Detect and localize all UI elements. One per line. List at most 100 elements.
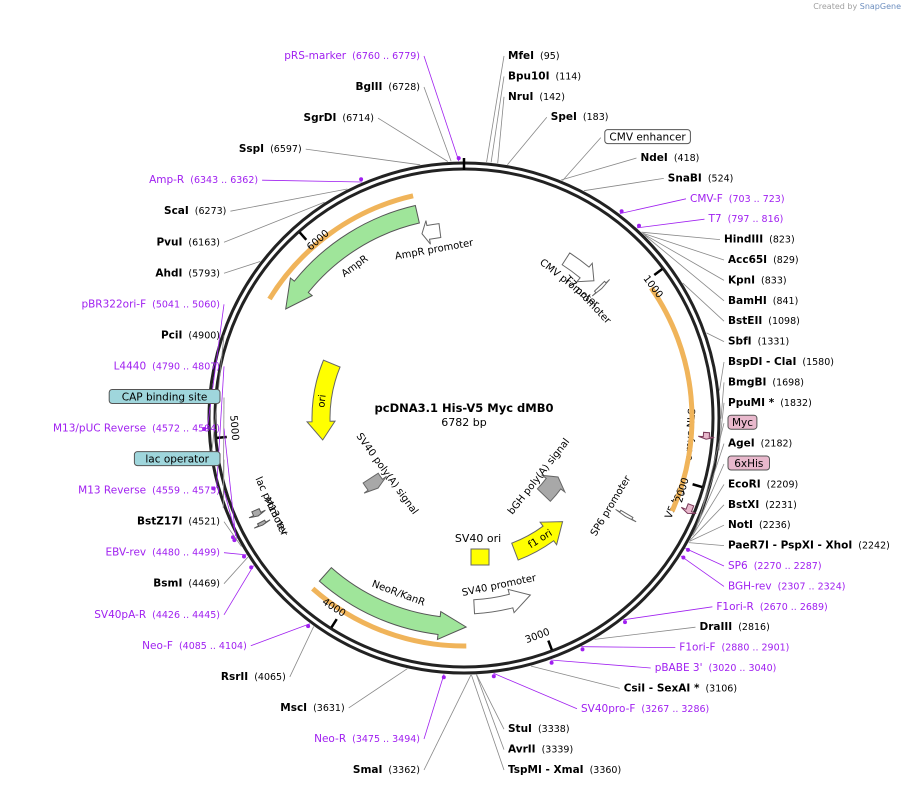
label-name-bstz17i: BstZ17I: [137, 516, 182, 528]
sv40-ori-box: [470, 548, 490, 566]
label-name-rsrii: RsrII: [221, 671, 248, 683]
label-pos-sgrdi: (6714): [342, 113, 374, 124]
label-ppumi: PpuMI *(1832): [728, 397, 812, 409]
feature-sv40-poly-a-signal: [362, 472, 387, 494]
label-name-neo-r: Neo-R: [314, 733, 346, 745]
label-pos-bamhi: (841): [773, 296, 799, 307]
label-bmgbi: BmgBI(1698): [728, 376, 804, 388]
label-pbabe-3: pBABE 3'(3020 .. 3040): [655, 662, 777, 674]
label-pos-sv40pa-r: (4426 .. 4445): [152, 610, 220, 621]
connector-tspmi-xmai: [471, 674, 505, 771]
label-f1ori-f: F1ori-F(2880 .. 2901): [679, 642, 789, 654]
feature-label-ampr-promoter: AmpR promoter: [394, 238, 475, 263]
credit: Created by SnapGene: [813, 2, 901, 11]
primer-mark-f1ori-r: [623, 620, 627, 625]
label-agei: AgeI(2182): [728, 438, 792, 450]
label-name-m13-puc-reverse: M13/pUC Reverse: [53, 423, 146, 435]
label-name-m13-reverse: M13 Reverse: [78, 485, 146, 497]
connector-nrui: [497, 96, 505, 164]
feature-bgh-poly-a-signal: [536, 474, 567, 503]
label-cmv-f: CMV-F(703 .. 723): [690, 193, 785, 205]
feature-sv40-promoter: [473, 588, 532, 615]
label-name-mfei: MfeI: [508, 50, 534, 62]
label-name-stui: StuI: [508, 723, 532, 735]
label-name-smai: SmaI: [353, 764, 383, 776]
label-pos-spei: (183): [583, 112, 609, 123]
label-name-tspmi-xmai: TspMI - XmaI: [508, 764, 584, 776]
primer-mark-m13-reverse: [232, 538, 237, 543]
label-pos-smai: (3362): [388, 765, 420, 776]
insert-highlight-arc: [649, 286, 695, 513]
connector-scai: [230, 188, 348, 212]
label-box-lac-operator: [133, 451, 221, 467]
label-name-snabi: SnaBI: [668, 172, 702, 184]
connector-m13-reverse: [223, 490, 238, 539]
label-bstz17i: BstZ17I(4521): [137, 516, 220, 528]
connector-sspi: [305, 148, 421, 166]
label-name-l4440: L4440: [114, 360, 147, 372]
label-name-pcii: PciI: [161, 329, 182, 341]
label-scai: ScaI(6273): [164, 205, 226, 217]
label-name-bsmi: BsmI: [153, 578, 182, 590]
label-name-bspdi-clai: BspDI - ClaI: [728, 356, 796, 368]
label-pos-stui: (3338): [538, 724, 570, 735]
label-pos-prs-marker: (6760 .. 6779): [352, 51, 420, 62]
label-name-ppumi: PpuMI *: [728, 397, 775, 409]
label-name-f1ori-r: F1ori-R: [716, 601, 753, 613]
label-pos-ebv-rev: (4480 .. 4499): [152, 548, 220, 559]
label-sv40pa-r: SV40pA-R(4426 .. 4445): [94, 609, 220, 621]
label-name-sbfi: SbfI: [728, 336, 752, 348]
primer-mark-prs-marker: [456, 156, 461, 161]
label-sv40pro-f: SV40pro-F(3267 .. 3286): [581, 703, 709, 715]
primer-mark-pbabe-3: [549, 660, 554, 665]
feature-highlight-neor-kanr: [311, 586, 467, 649]
label-pos-msci: (3631): [313, 703, 345, 714]
label-bsmi: BsmI(4469): [153, 578, 220, 590]
label-name-amp-r: Amp-R: [149, 174, 184, 186]
connector-ppumi: [718, 402, 725, 451]
label-neo-f: Neo-F(4085 .. 4104): [142, 640, 247, 652]
label-pos-rsrii: (4065): [254, 672, 286, 683]
label-cap-binding-site: CAP binding site: [122, 392, 208, 404]
primer-mark-amp-r: [359, 177, 364, 182]
connector-snabi: [583, 178, 664, 192]
connector-kpni: [643, 233, 725, 281]
label-draiii: DraIII(2816): [700, 621, 770, 633]
label-sspi: SspI (6597): [239, 143, 302, 155]
label-pos-sspi: (6597): [270, 144, 302, 155]
connector-neo-f: [250, 623, 311, 647]
label-name-nrui: NruI: [508, 91, 533, 103]
ruler-label-2000: 2000: [674, 477, 692, 505]
label-box-myc: [727, 414, 758, 430]
connector-amp-r: [262, 179, 363, 183]
label-pos-m13-reverse: (4559 .. 4575): [152, 486, 220, 497]
label-pos-bgh-rev: (2307 .. 2324): [778, 581, 846, 592]
label-name-kpni: KpnI: [728, 274, 755, 286]
ruler-tick-6000: [298, 231, 308, 241]
connector-draiii: [594, 626, 696, 640]
label-pos-bspdi-clai: (1580): [802, 357, 834, 368]
label-bsteii: BstEII(1098): [728, 315, 800, 327]
label-pos-hindiii: (823): [769, 235, 795, 246]
label-name-cmv-f: CMV-F: [690, 193, 723, 205]
label-paer7i-pspxi-xhoi: PaeR7I - PspXI - XhoI(2242): [728, 540, 890, 552]
label-pos-sbfi: (1331): [758, 337, 790, 348]
connector-f1ori-f: [581, 646, 676, 648]
label-name-hindiii: HindIII: [724, 234, 763, 246]
label-name-bsteii: BstEII: [728, 315, 762, 327]
label-pos-t7: (797 .. 816): [728, 214, 784, 225]
label-name-bgh-rev: BGH-rev: [728, 580, 772, 592]
plasmid-name: pcDNA3.1 His-V5 Myc dMB0: [375, 401, 554, 415]
ruler-label-5000: 5000: [227, 415, 240, 441]
label-pos-pvui: (6163): [188, 237, 220, 248]
primer-mark-pbr322ori-f: [202, 427, 207, 431]
connector-smai: [423, 674, 472, 771]
connector-bstz17i: [223, 521, 242, 547]
label-name-t7: T7: [708, 213, 722, 225]
label-name-sspi: SspI: [239, 143, 264, 155]
connector-ebv-rev: [223, 552, 247, 556]
primer-mark-sv40pa-r: [249, 565, 254, 570]
primer-mark-cmv-f: [619, 209, 624, 214]
